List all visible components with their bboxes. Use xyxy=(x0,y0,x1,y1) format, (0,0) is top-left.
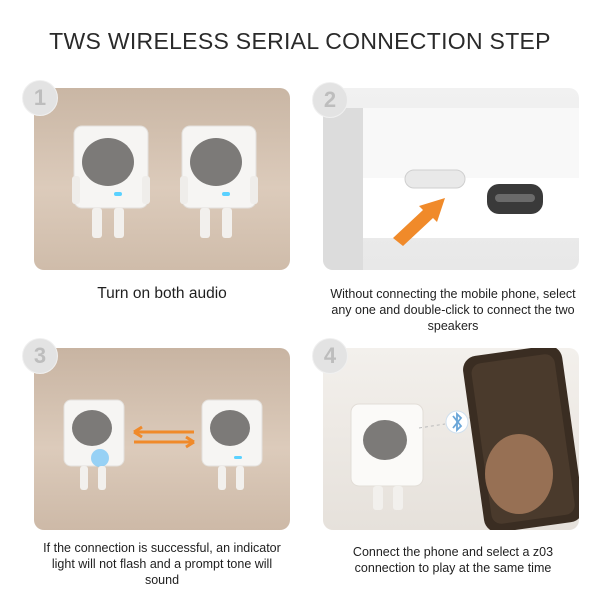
phone-connection-illustration xyxy=(350,348,579,530)
step-2-number: 2 xyxy=(312,82,348,118)
speaker-left xyxy=(63,399,125,490)
step-2-image xyxy=(323,88,579,270)
speaker-left xyxy=(72,125,150,238)
speaker xyxy=(350,403,424,510)
arrow-icon xyxy=(133,425,194,439)
speaker-right xyxy=(201,399,263,490)
button-closeup-illustration xyxy=(323,108,579,270)
phone xyxy=(463,348,579,530)
step-3-caption: If the connection is successful, an indi… xyxy=(43,541,281,587)
step-4-caption: Connect the phone and select a z03 conne… xyxy=(352,545,554,575)
step-1-caption: Turn on both audio xyxy=(97,285,227,302)
paired-speakers-illustration xyxy=(63,399,263,490)
speaker-right xyxy=(180,125,258,238)
step-3-image xyxy=(34,348,290,530)
step-3-number: 3 xyxy=(22,338,58,374)
step-2-caption: Without connecting the mobile phone, sel… xyxy=(330,287,576,333)
page-title: TWS WIRELESS SERIAL CONNECTION STEP xyxy=(49,28,551,54)
arrow-icon xyxy=(393,198,445,246)
step-1-image xyxy=(34,88,290,270)
step-4-image xyxy=(323,348,579,530)
speakers-illustration xyxy=(72,125,258,238)
step-1-number: 1 xyxy=(22,80,58,116)
step-4-number: 4 xyxy=(312,338,348,374)
